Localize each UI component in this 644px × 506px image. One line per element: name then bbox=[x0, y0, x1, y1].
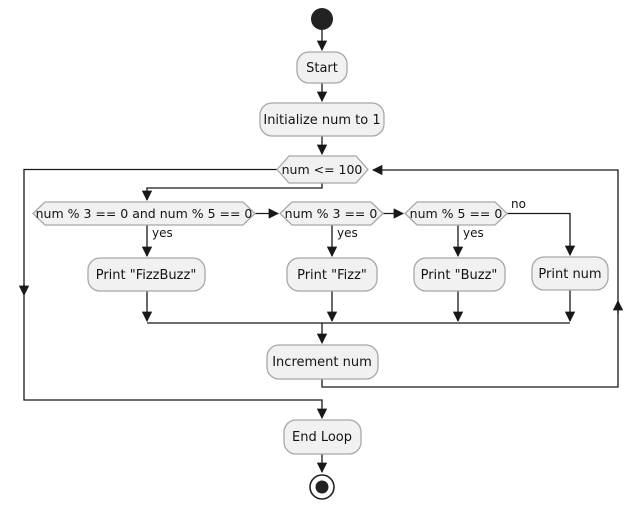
diagram-edges bbox=[18, 30, 624, 474]
decision-fizz-label: num % 3 == 0 bbox=[285, 206, 378, 221]
diagram-nodes: Start Initialize num to 1 num <= 100 num… bbox=[32, 8, 609, 500]
activity-start-box bbox=[296, 51, 348, 84]
label-yes-fizz: yes bbox=[337, 226, 358, 240]
decision-loop-condition-label: num <= 100 bbox=[282, 162, 363, 177]
activity-increment: Increment num bbox=[266, 344, 379, 380]
activity-print-fizz-label: Print "Fizz" bbox=[297, 268, 367, 283]
activity-initialize: Initialize num to 1 bbox=[259, 102, 385, 137]
activity-start: Start bbox=[296, 51, 348, 84]
decision-fizz: num % 3 == 0 bbox=[279, 201, 384, 226]
activity-print-fizzbuzz-label: Print "FizzBuzz" bbox=[96, 268, 197, 283]
decision-fizzbuzz-shape bbox=[32, 201, 256, 226]
start-terminal bbox=[311, 8, 333, 30]
activity-print-buzz-box bbox=[413, 257, 506, 292]
decision-fizzbuzz: num % 3 == 0 and num % 5 == 0 bbox=[32, 201, 256, 226]
activity-print-fizz-box bbox=[286, 257, 378, 292]
activity-increment-label: Increment num bbox=[272, 355, 372, 370]
start-terminal-dot bbox=[311, 8, 333, 30]
label-no-buzz: no bbox=[511, 197, 526, 211]
edge-loop-to-cond-fizzbuzz bbox=[141, 183, 323, 202]
activity-print-num-label: Print num bbox=[538, 267, 601, 282]
activity-print-num-box bbox=[531, 256, 609, 291]
activity-end-loop-label: End Loop bbox=[292, 430, 352, 445]
activity-initialize-label: Initialize num to 1 bbox=[263, 113, 380, 128]
decision-loop-condition-shape bbox=[276, 155, 369, 184]
activity-print-fizzbuzz-box bbox=[87, 257, 206, 292]
edge-increment-loopback bbox=[321, 164, 619, 388]
decision-buzz-label: num % 5 == 0 bbox=[410, 206, 503, 221]
activity-initialize-box bbox=[259, 102, 385, 137]
decision-fizz-shape bbox=[279, 201, 384, 226]
activity-increment-box bbox=[266, 344, 379, 380]
edge-labels: yes yes yes no bbox=[152, 197, 526, 240]
activity-end-loop-box bbox=[283, 419, 362, 455]
decision-loop-condition: num <= 100 bbox=[276, 155, 369, 184]
decision-buzz: num % 5 == 0 bbox=[404, 201, 508, 226]
decision-buzz-shape bbox=[404, 201, 508, 226]
label-yes-fizzbuzz: yes bbox=[152, 226, 173, 240]
edge-loop-exit-to-endloop bbox=[23, 168, 328, 420]
end-terminal bbox=[309, 474, 335, 500]
decision-fizzbuzz-label: num % 3 == 0 and num % 5 == 0 bbox=[36, 206, 253, 221]
label-yes-buzz: yes bbox=[463, 226, 484, 240]
activity-print-fizz: Print "Fizz" bbox=[286, 257, 378, 292]
end-terminal-dot bbox=[315, 480, 329, 494]
activity-print-buzz: Print "Buzz" bbox=[413, 257, 506, 292]
activity-print-fizzbuzz: Print "FizzBuzz" bbox=[87, 257, 206, 292]
activity-end-loop: End Loop bbox=[283, 419, 362, 455]
activity-print-buzz-label: Print "Buzz" bbox=[421, 268, 498, 283]
activity-start-label: Start bbox=[306, 61, 338, 76]
activity-print-num: Print num bbox=[531, 256, 609, 291]
edge-cond-buzz-no-to-print-num bbox=[507, 212, 576, 257]
